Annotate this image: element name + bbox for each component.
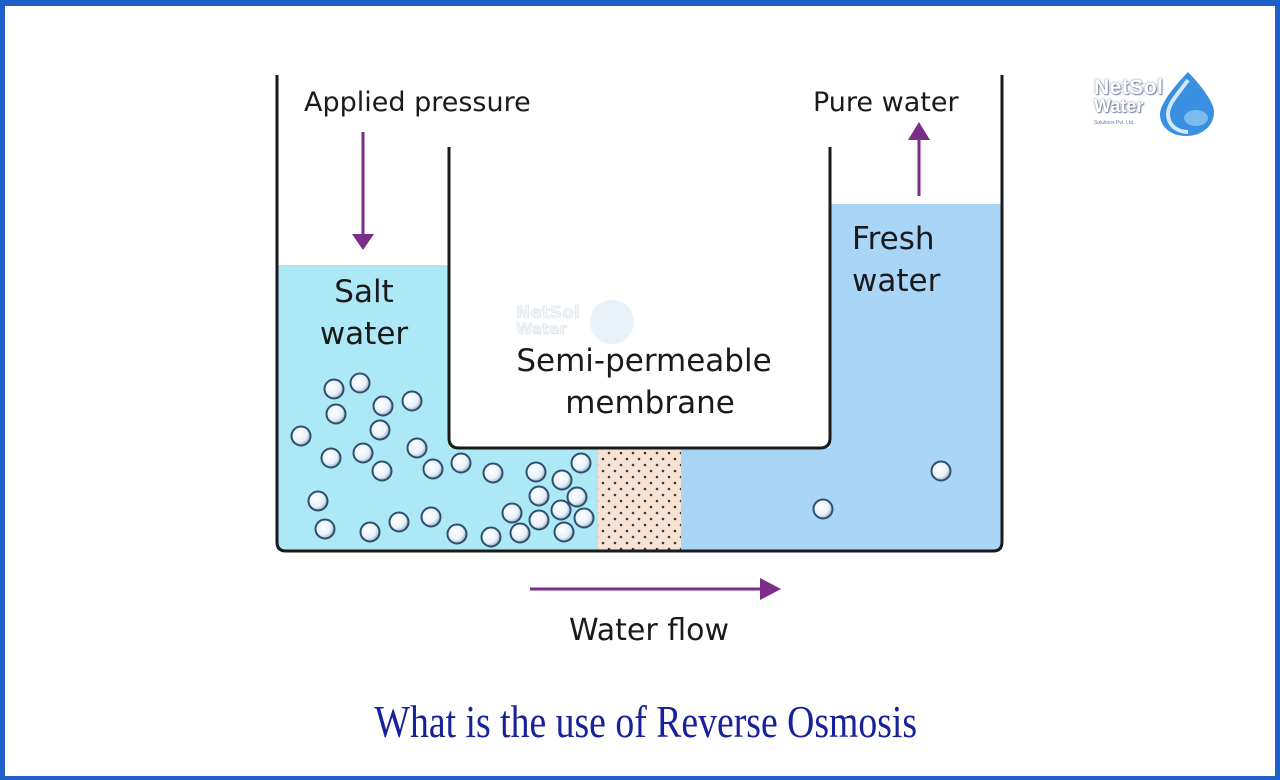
frame-right-border <box>1275 0 1280 780</box>
salt-particles <box>290 372 952 548</box>
salt-particle-icon <box>371 460 393 482</box>
salt-particle-icon <box>812 498 834 520</box>
salt-particle-icon <box>501 502 523 524</box>
salt-particle-icon <box>553 521 575 543</box>
frame-left-border <box>0 0 5 780</box>
salt-particle-icon <box>290 425 312 447</box>
salt-particle-icon <box>482 462 504 484</box>
salt-particle-icon <box>930 460 952 482</box>
fresh-water-region <box>681 204 1002 550</box>
salt-particle-icon <box>551 469 573 491</box>
fresh-water-label-line2: water <box>852 263 941 299</box>
salt-particle-icon <box>509 522 531 544</box>
arrow-up-icon <box>908 122 930 196</box>
page-caption: What is the use of Reverse Osmosis <box>374 696 918 747</box>
pure-water-label: Pure water <box>813 87 959 118</box>
salt-particle-icon <box>372 395 394 417</box>
salt-particle-icon <box>570 452 592 474</box>
applied-pressure-label: Applied pressure <box>304 87 531 118</box>
watermark-line1: NetSol <box>516 303 580 323</box>
fresh-water-label-line1: Fresh <box>852 221 935 257</box>
membrane-label-line1: Semi-permeable <box>516 343 771 379</box>
salt-water-label-line1: Salt <box>334 274 393 310</box>
salt-particle-icon <box>446 523 468 545</box>
salt-particle-icon <box>401 390 423 412</box>
inner-divider <box>447 147 832 450</box>
salt-particle-icon <box>314 518 336 540</box>
salt-particle-icon <box>320 447 342 469</box>
salt-particle-icon <box>323 378 345 400</box>
salt-particle-icon <box>525 461 547 483</box>
center-watermark: NetSol Water <box>516 300 634 344</box>
water-flow-label: Water flow <box>569 613 729 648</box>
salt-particle-icon <box>420 506 442 528</box>
arrow-right-icon <box>530 578 781 600</box>
logo-brand-line2: Water <box>1094 96 1144 116</box>
salt-water-region <box>277 265 598 550</box>
watermark-drop-icon <box>590 300 634 344</box>
logo-tagline: Solutions Pvt. Ltd. <box>1094 120 1135 126</box>
salt-particle-icon <box>388 511 410 533</box>
salt-particle-icon <box>422 458 444 480</box>
membrane-dots <box>598 448 681 550</box>
arrow-down-icon <box>352 132 374 250</box>
salt-particle-icon <box>307 490 329 512</box>
frame-bottom-border <box>0 776 1280 780</box>
salt-particle-icon <box>480 526 502 548</box>
salt-water-label-line2: water <box>320 316 409 352</box>
salt-particle-icon <box>450 452 472 474</box>
salt-particle-icon <box>349 372 371 394</box>
salt-particle-icon <box>573 507 595 529</box>
salt-particle-icon <box>325 403 347 425</box>
membrane-label-line2: membrane <box>565 385 735 421</box>
salt-particle-icon <box>359 521 381 543</box>
logo-brand-line1: NetSol <box>1094 76 1164 99</box>
salt-particle-icon <box>528 485 550 507</box>
salt-particle-icon <box>550 499 572 521</box>
salt-particle-icon <box>352 442 374 464</box>
frame-top-border <box>0 0 1280 6</box>
watermark-line2: Water <box>516 320 567 338</box>
salt-particle-icon <box>566 486 588 508</box>
netsol-logo: NetSol Water Solutions Pvt. Ltd. <box>1090 70 1230 140</box>
salt-particle-icon <box>406 437 428 459</box>
outer-container <box>275 75 1004 553</box>
salt-particle-icon <box>369 419 391 441</box>
salt-particle-icon <box>528 509 550 531</box>
water-drop-icon <box>1160 72 1214 136</box>
